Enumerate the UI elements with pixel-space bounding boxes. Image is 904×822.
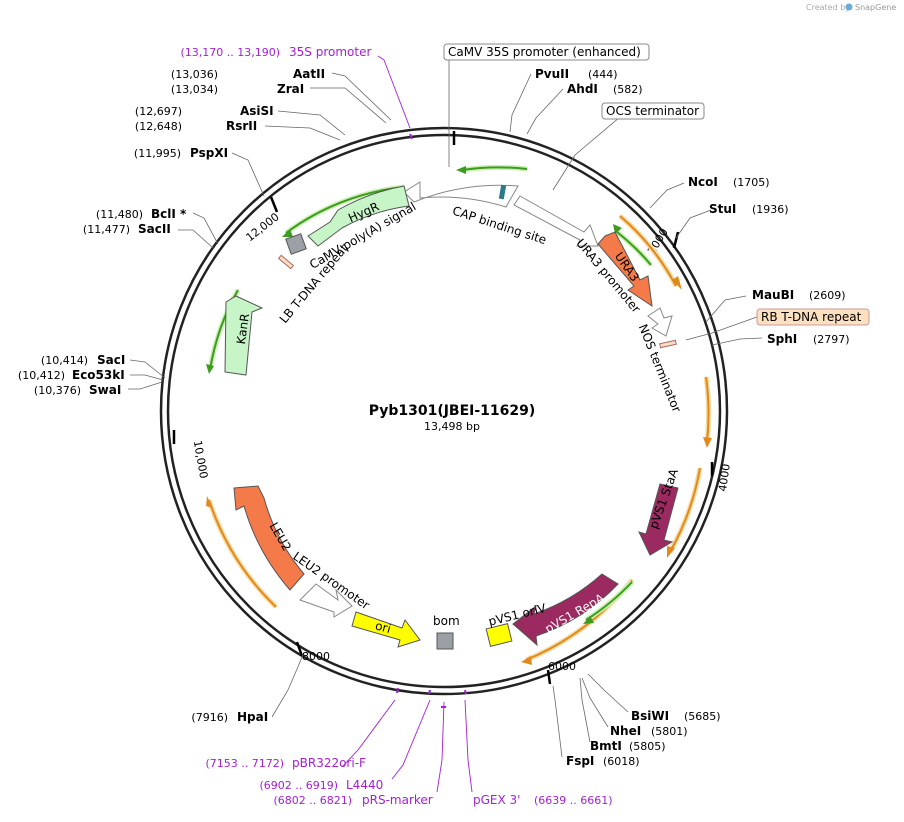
pos-bcli: (11,480) [96,208,143,221]
pos-asisi: (12,697) [135,105,182,118]
site-stui: StuI [709,202,736,216]
pos-ahdi: (582) [613,83,643,96]
ocs-terminator-feature[interactable] [513,195,599,247]
primer-pbr322: pBR322ori-F [292,756,366,770]
pos-bsiwi: (5685) [684,710,721,723]
major-ticks [172,131,714,685]
ura3-promoter-feature[interactable] [647,307,673,337]
primer-pgex: pGEX 3' [473,793,520,807]
plasmid-name: Pyb1301(JBEI-11629) [369,403,536,419]
ura3-feature[interactable] [597,231,653,308]
tick-4000: 4000 [716,463,733,493]
site-eco53ki: Eco53kI [72,368,125,382]
site-ncoi: NcoI [688,175,718,189]
pvs1-oriv-feature[interactable] [485,623,513,647]
camv-enh-label: CaMV 35S promoter (enhanced) [448,45,641,59]
primer-pos-prs: (6802 .. 6821) [273,794,352,807]
site-bsiwi: BsiWI [631,709,669,723]
orange-arrowheads [206,276,712,665]
primer-pos-l4440: (6902 .. 6919) [259,779,338,792]
primer-marks [396,133,467,708]
kanr-label: KanR [234,313,252,346]
bom-feature[interactable] [436,632,454,650]
backbone-inner [166,133,722,689]
site-aatii: AatII [293,67,325,81]
ocs-label: OCS terminator [606,104,699,118]
camv-35s-feature[interactable] [403,181,519,208]
site-saci: SacI [97,353,125,367]
site-maubi: MauBI [752,288,794,302]
site-zrai: ZraI [277,82,304,96]
tick-6000: 6000 [548,660,576,673]
pos-swai: (10,376) [34,384,81,397]
ori-label: ori [374,618,393,636]
camv-polya-feature[interactable] [285,233,307,255]
pos-pspxi: (11,995) [134,147,181,160]
pos-zrai: (13,034) [171,83,218,96]
pos-nhei: (5801) [651,725,688,738]
brand-name: SnapGene [855,3,896,12]
tick-10000: 10,000 [191,439,210,479]
pos-bmti: (5805) [629,740,666,753]
lb-repeat-feature[interactable] [277,254,295,270]
nos-terminator-label: NOS terminator [636,322,684,414]
rb-label: RB T-DNA repeat [761,310,862,324]
site-swai: SwaI [89,383,121,397]
brand-prefix: Created by [806,3,850,12]
site-bmti: BmtI [590,739,622,753]
snapgene-logo-icon [845,3,853,11]
kanr-feature[interactable] [224,295,264,376]
primer-35s: 35S promoter [289,45,371,59]
site-ahdi: AhdI [567,82,598,96]
pos-fspi: (6018) [603,755,640,768]
pos-rsrii: (12,648) [135,120,182,133]
pos-ncoi: (1705) [733,176,770,189]
site-nhei: NheI [610,724,641,738]
tick-2000: 2000 [645,226,671,257]
pos-eco53ki: (10,412) [18,369,65,382]
site-fspi: FspI [566,754,594,768]
tick-8000: 8000 [302,650,330,663]
leu2-feature[interactable] [233,485,305,591]
site-leaders [128,60,763,758]
primer-leaders [342,55,473,793]
bom-label: bom [433,614,460,628]
site-rsrii: RsrII [226,119,257,133]
pos-sacii: (11,477) [83,223,130,236]
site-asisi: AsiSI [240,104,274,118]
site-pvuii: PvuII [535,67,569,81]
site-hpai: HpaI [237,710,268,724]
cap-site-feature[interactable] [498,184,507,200]
pos-hpai: (7916) [191,711,228,724]
pos-saci: (10,414) [41,354,88,367]
pos-pvuii: (444) [588,68,618,81]
primer-pos-pgex: (6639 .. 6661) [534,794,613,807]
pvs1-repa-feature[interactable] [512,573,619,647]
pvs1-stab-feature[interactable] [638,483,679,556]
hygr-feature[interactable] [307,185,410,247]
pos-maubi: (2609) [809,289,846,302]
pos-aatii: (13,036) [171,68,218,81]
pos-sphi: (2797) [813,333,850,346]
camv-enh-box [443,43,650,61]
rb-repeat-feature[interactable] [659,339,677,349]
rb-box [756,308,870,326]
primer-pos-35s: (13,170 .. 13,190) [180,46,280,59]
pos-stui: (1936) [752,203,789,216]
site-sphi: SphI [767,332,797,346]
primer-pos-pbr322: (7153 .. 7172) [205,757,284,770]
ocs-box [601,102,705,120]
site-bcli: BclI * [151,207,187,221]
primer-l4440: L4440 [346,778,383,792]
site-pspxi: PspXI [190,146,228,160]
ori-feature[interactable] [351,611,421,648]
plasmid-size: 13,498 bp [424,420,480,433]
site-sacii: SacII [138,222,171,236]
primer-prs: pRS-marker [362,793,433,807]
leu2-promoter-feature[interactable] [299,583,353,618]
backbone-outer [159,126,729,696]
lb-repeat-label: LB T-DNA repeat [277,241,351,326]
